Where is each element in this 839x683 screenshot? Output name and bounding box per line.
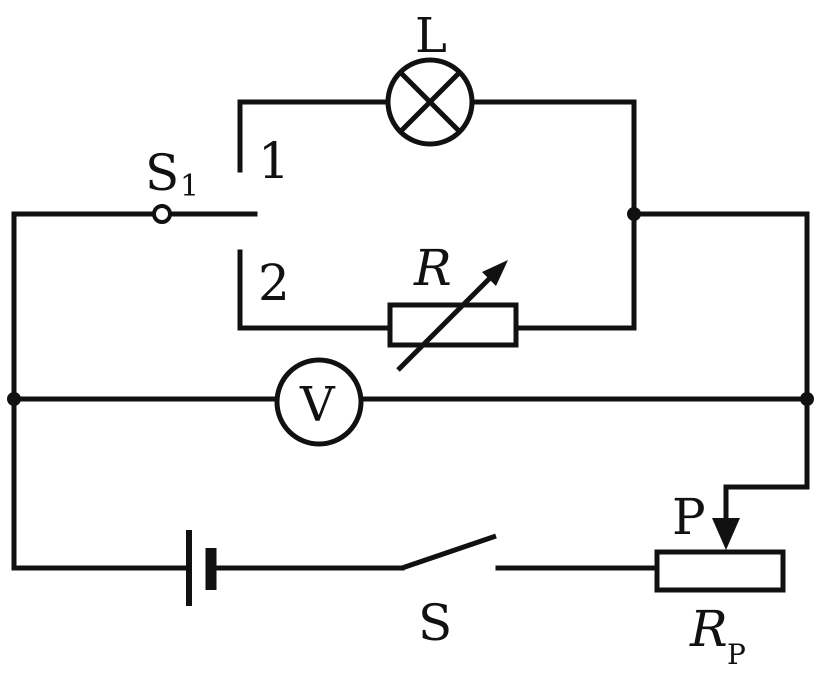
wires	[11, 99, 810, 571]
lamp-symbol	[385, 57, 475, 147]
contact1-wire	[237, 99, 391, 173]
rheostat-symbol	[654, 549, 786, 593]
lamp-right-wire	[469, 99, 637, 331]
junction-dot-right	[800, 392, 814, 406]
rheostat-subscript: P	[727, 638, 746, 671]
rheostat-label: R	[689, 600, 728, 658]
switch-s1-subscript: 1	[180, 169, 199, 204]
right-upper-wire	[631, 211, 810, 523]
contact-2-label: 2	[258, 254, 290, 312]
contact-1-label: 1	[258, 132, 290, 190]
switch-s1-label: S	[145, 144, 179, 202]
main-switch-blade	[401, 533, 497, 571]
resistance-box-symbol	[387, 302, 519, 348]
main-switch-label: S	[418, 594, 452, 652]
slider-label: P	[672, 488, 706, 546]
voltmeter-label: V	[299, 377, 336, 433]
contact2-wire	[237, 249, 393, 331]
s1-pivot-terminal	[152, 204, 172, 224]
lamp-label: L	[415, 8, 447, 64]
slider-arrow	[712, 518, 740, 550]
junction-dot-left	[7, 392, 21, 406]
variable-arrow	[396, 260, 508, 372]
resistance-box-label: R	[413, 239, 452, 297]
battery-symbol	[186, 530, 217, 606]
junction-dot-top-right	[627, 207, 641, 221]
voltmeter-symbol	[274, 357, 364, 447]
